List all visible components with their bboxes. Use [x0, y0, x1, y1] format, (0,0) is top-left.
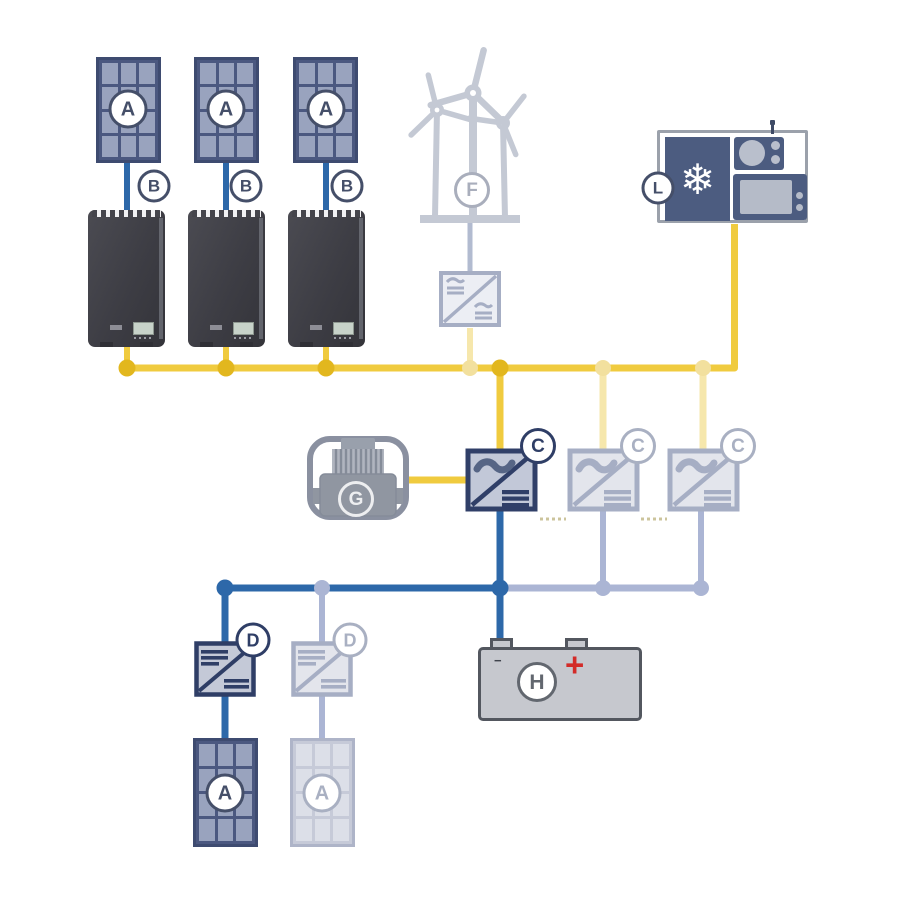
engine-cap — [341, 438, 375, 451]
inverter-display — [333, 322, 354, 335]
battery-inverter-2 — [567, 448, 640, 512]
inverter-leds — [334, 337, 352, 339]
ac-symbol-bottom — [473, 302, 494, 320]
label-wind-turbines: F — [454, 172, 490, 208]
dc-bars-symbol — [704, 490, 731, 508]
label-battery: H — [517, 662, 557, 702]
label-pv-inverter-1: B — [137, 169, 171, 203]
battery-icon: − + — [478, 638, 642, 721]
dc-bars-symbol — [502, 490, 529, 508]
label-pv-inverter-2: B — [229, 169, 263, 203]
ac-wave-symbol — [575, 458, 618, 474]
wind-turbines-icon — [408, 47, 527, 223]
heatsink-fins — [192, 210, 261, 217]
wind-inverter — [439, 271, 501, 327]
pv-inverter-3 — [288, 210, 365, 347]
dc-bars-top — [201, 650, 228, 666]
inverter-leds — [134, 337, 152, 339]
speaker-circle — [739, 140, 765, 166]
label-battery-inverter-3: C — [720, 428, 756, 464]
minus-sign: − — [494, 653, 502, 668]
label-generator: G — [338, 481, 374, 517]
fridge-icon: ❄ — [665, 137, 730, 221]
label-pv-array-2: A — [206, 89, 246, 129]
label-battery-inverter-1: C — [520, 428, 556, 464]
label-pv-inverter-3: B — [330, 169, 364, 203]
inverter-display — [233, 322, 254, 335]
radio-icon — [734, 137, 784, 170]
turbine-base — [420, 215, 520, 223]
appliances-box: ❄ — [657, 120, 808, 223]
turbine-left — [408, 72, 475, 218]
pv-inverter-1 — [88, 210, 165, 347]
label-charge-controller-2: D — [332, 622, 368, 658]
plus-sign: + — [565, 646, 585, 683]
label-pv-array-1: A — [108, 89, 148, 129]
label-battery-inverter-2: C — [620, 428, 656, 464]
battery-body: − + — [478, 646, 642, 721]
label-pv-array-4: A — [205, 773, 245, 813]
label-pv-array-3: A — [306, 89, 346, 129]
ac-wave-symbol — [675, 458, 718, 474]
pv-inverter-2 — [188, 210, 265, 347]
battery-inverter-3 — [667, 448, 740, 512]
antenna-icon — [770, 120, 775, 134]
ac-wave-symbol — [473, 458, 516, 474]
label-pv-array-5: A — [302, 773, 342, 813]
dc-bars-bottom — [321, 679, 346, 689]
tv-icon — [733, 174, 807, 220]
heatsink-fins — [92, 210, 161, 217]
battery-inverter-1 — [465, 448, 538, 512]
heatsink-fins — [292, 210, 361, 217]
snowflake-icon: ❄ — [679, 154, 716, 204]
dc-bars-bottom — [224, 679, 249, 689]
label-appliances: L — [641, 171, 675, 205]
ac-symbol-top — [445, 277, 466, 295]
inverter-leds — [234, 337, 252, 339]
ac-bus — [118, 224, 738, 484]
inverter-display — [133, 322, 154, 335]
dc-bars-top — [298, 650, 325, 666]
pv-string-lines — [124, 162, 329, 212]
label-charge-controller-1: D — [235, 622, 271, 658]
dc-bars-symbol — [604, 490, 631, 508]
tv-screen — [740, 180, 792, 214]
